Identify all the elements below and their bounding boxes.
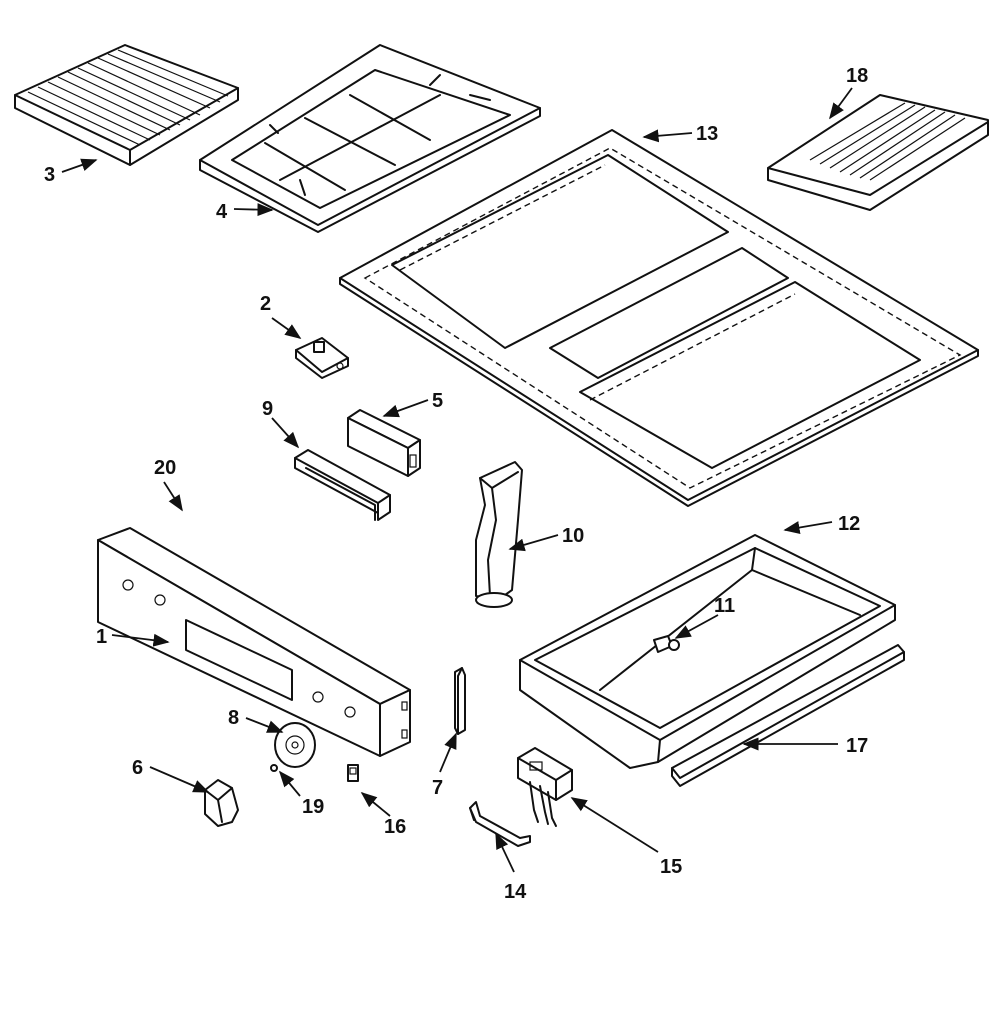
part-4-burner-grate [199, 44, 541, 233]
part-17-rail [671, 644, 905, 787]
callout-8: 8 [228, 707, 239, 729]
part-15-control-module [517, 747, 573, 827]
part-18-vent-grille [767, 94, 989, 211]
callout-6: 6 [132, 757, 143, 779]
part-10-duct [475, 461, 523, 608]
callout-15: 15 [660, 856, 682, 878]
leader-5 [382, 399, 429, 418]
part-2-switch [295, 337, 349, 379]
leader-7 [439, 732, 457, 773]
callout-13: 13 [696, 123, 718, 145]
part-11-screw [653, 635, 680, 653]
part-14-bracket [469, 801, 531, 847]
callout-11: 11 [714, 595, 735, 617]
leader-11 [674, 614, 719, 639]
part-6-knob [204, 779, 239, 827]
part-8-knob-plate [274, 722, 316, 768]
leader-2 [271, 317, 302, 339]
callout-18: 18 [846, 65, 868, 87]
leader-13 [642, 129, 693, 143]
leader-16 [360, 791, 391, 817]
leader-10 [508, 534, 559, 552]
callout-17: 17 [846, 735, 868, 757]
leader-3 [61, 158, 98, 173]
leader-4 [233, 203, 274, 217]
callout-14: 14 [504, 881, 527, 903]
callout-3: 3 [44, 164, 55, 186]
leader-1 [111, 633, 170, 647]
leader-9 [271, 417, 300, 449]
callout-2: 2 [260, 293, 271, 315]
part-13-cooktop [339, 129, 979, 507]
part-3-grill-grate [14, 44, 239, 166]
leader-18 [829, 87, 853, 120]
leader-14 [495, 832, 515, 873]
callout-19: 19 [302, 796, 324, 818]
part-19-screw [270, 764, 278, 772]
part-1-control-panel [97, 527, 411, 757]
callout-7: 7 [432, 777, 443, 799]
leader-15 [570, 797, 659, 853]
callout-5: 5 [432, 390, 443, 412]
part-5-module [347, 409, 421, 477]
leader-20 [163, 481, 183, 512]
callout-12: 12 [838, 513, 860, 535]
part-16-switch [347, 764, 359, 782]
leader-12 [783, 521, 833, 534]
leader-19 [278, 770, 301, 797]
callout-16: 16 [384, 816, 406, 838]
callout-4: 4 [216, 201, 228, 223]
leader-lines [61, 87, 853, 873]
callout-10: 10 [562, 525, 584, 547]
callout-20: 20 [154, 457, 176, 479]
callout-1: 1 [96, 626, 107, 648]
callout-9: 9 [262, 398, 273, 420]
callout-labels: 1 2 3 4 5 6 7 8 9 10 11 12 13 14 15 16 1… [44, 65, 868, 903]
leader-8 [245, 717, 284, 733]
part-12-pan [519, 534, 896, 769]
part-9-bracket [294, 449, 391, 521]
leader-6 [149, 766, 210, 793]
part-7-bracket [454, 667, 466, 735]
